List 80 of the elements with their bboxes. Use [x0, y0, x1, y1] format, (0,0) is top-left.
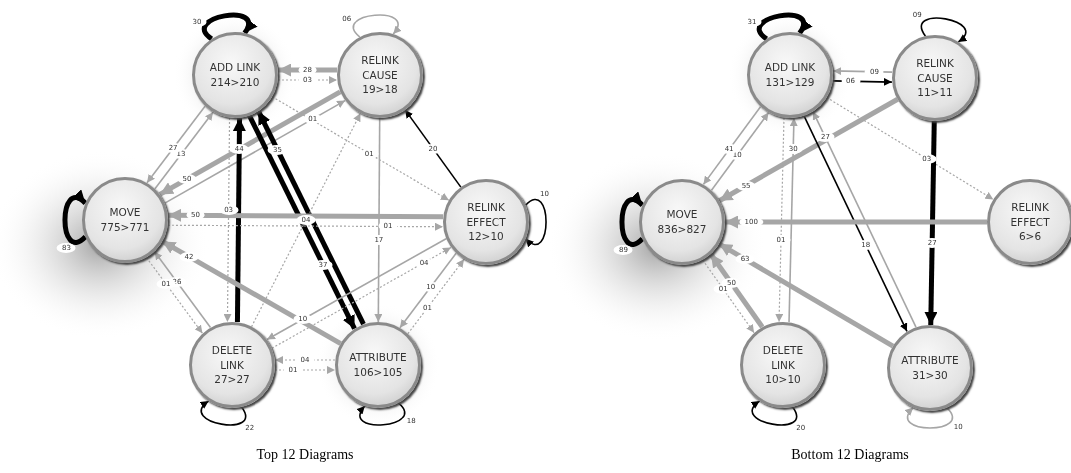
arrow: [803, 115, 908, 333]
arrow: [812, 110, 917, 328]
diagram-caption: Top 12 Diagrams: [256, 447, 354, 463]
state-count: 6>6: [1018, 229, 1042, 245]
self-loop-arrow: [524, 198, 547, 247]
state-circle: [887, 325, 973, 411]
arrow: [702, 105, 762, 186]
state-name: DELETE LINK: [210, 342, 254, 373]
self-loop-arrow: [751, 400, 798, 426]
arrow: [232, 118, 246, 323]
state-count: 775>771: [100, 220, 150, 235]
arrow: [924, 120, 938, 326]
self-loop-arrow: [62, 190, 87, 245]
arrow: [154, 111, 214, 190]
arrow: [399, 252, 457, 329]
arrow: [710, 111, 770, 192]
self-loop-arrow: [200, 400, 247, 426]
arrow: [832, 77, 893, 86]
state-count: 11>11: [917, 85, 953, 101]
state-count: 836>827: [657, 222, 707, 237]
state-name: ATTRIBUTE: [349, 350, 407, 365]
state-circle: [189, 322, 275, 408]
state-name: ATTRIBUTE: [901, 353, 959, 368]
arrow: [702, 259, 755, 334]
state-name: MOVE: [666, 207, 698, 222]
state-count: 106>105: [353, 365, 403, 380]
arrow: [153, 250, 212, 329]
arrow: [374, 117, 383, 323]
state-circle: [892, 35, 978, 121]
arrow: [832, 67, 893, 76]
self-loop-arrow: [357, 402, 406, 426]
state-name: RELINK EFFECT: [1009, 199, 1051, 230]
state-name: RELINK EFFECT: [465, 199, 507, 230]
state-circle: [443, 179, 529, 265]
state-circle: [337, 32, 423, 118]
state-count: 12>10: [468, 229, 504, 245]
arrow: [274, 366, 336, 374]
arrow: [404, 109, 462, 188]
arrow: [277, 76, 338, 84]
arrow: [167, 222, 444, 231]
state-name: RELINK CAUSE: [915, 55, 955, 86]
arrow: [725, 215, 987, 229]
arrow: [718, 97, 899, 203]
self-loop-arrow: [619, 192, 644, 247]
self-loop-arrow: [920, 17, 967, 43]
self-loop-arrow: [202, 12, 257, 41]
state-name: ADD LINK: [764, 60, 816, 75]
state-circle: [740, 322, 826, 408]
arrow: [223, 117, 232, 323]
arrow: [146, 105, 206, 184]
arrow: [168, 208, 444, 222]
state-count: 214>210: [210, 75, 260, 90]
arrow: [407, 258, 465, 335]
self-loop-arrow: [905, 406, 954, 429]
diagram-caption: Bottom 12 Diagrams: [791, 447, 909, 463]
arrow: [274, 356, 336, 364]
arrow: [775, 117, 785, 323]
state-count: 19>18: [362, 82, 398, 98]
self-loop-arrow: [352, 14, 401, 38]
arrow: [826, 96, 994, 201]
state-name: RELINK CAUSE: [360, 52, 400, 83]
arrow: [788, 117, 798, 323]
arrow: [164, 99, 346, 204]
arrow: [161, 239, 342, 346]
self-loop-arrow: [757, 12, 812, 41]
state-circle: [987, 179, 1071, 265]
arrow: [717, 241, 895, 349]
arrow: [266, 237, 447, 341]
arrow: [145, 256, 204, 334]
arrow: [708, 252, 765, 329]
state-name: MOVE: [109, 205, 141, 220]
arrow: [271, 246, 452, 349]
state-name: ADD LINK: [209, 60, 261, 75]
state-count: 31>30: [912, 368, 948, 383]
arrow: [158, 89, 342, 197]
state-name: DELETE LINK: [761, 342, 805, 373]
state-count: 27>27: [214, 372, 250, 388]
arrow: [271, 96, 450, 201]
state-count: 10>10: [765, 372, 801, 388]
state-count: 131>129: [765, 75, 815, 90]
